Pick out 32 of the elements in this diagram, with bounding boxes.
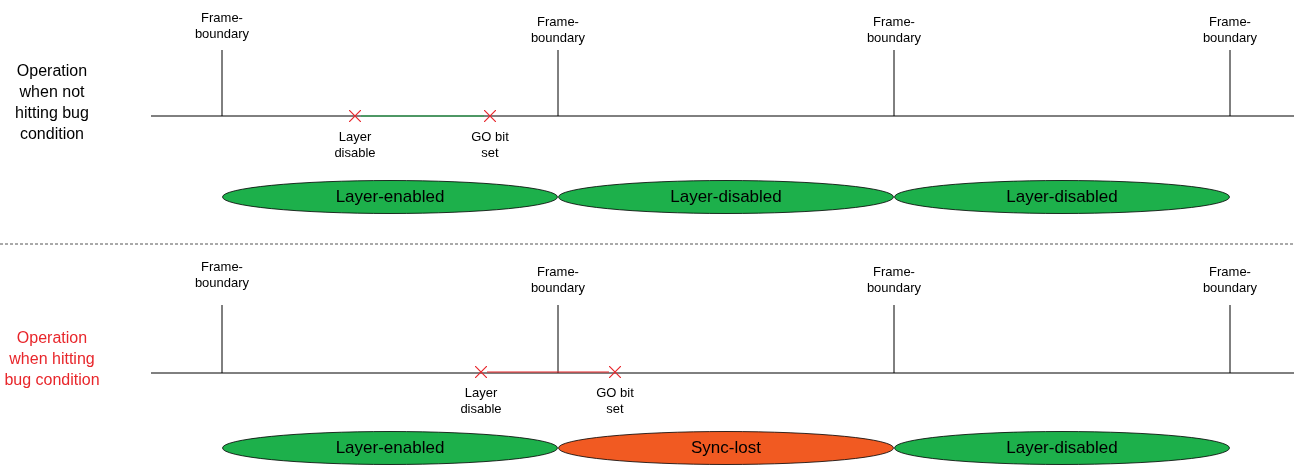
cross-mark bbox=[609, 366, 621, 378]
cross-mark bbox=[475, 366, 487, 378]
frame-boundary-label: Frame-boundary bbox=[529, 14, 587, 46]
timeline-segment bbox=[486, 371, 610, 373]
state-ellipse bbox=[222, 431, 558, 465]
event-label: Layer disable bbox=[459, 385, 503, 417]
state-label: Layer-enabled bbox=[335, 438, 445, 458]
cross-mark bbox=[484, 110, 496, 122]
event-label: GO bit set bbox=[595, 385, 635, 417]
state-ellipse bbox=[558, 180, 894, 214]
event-label: Layer disable bbox=[333, 129, 377, 161]
state-label: Layer-disabled bbox=[1006, 438, 1118, 458]
cross-mark bbox=[349, 110, 361, 122]
frame-boundary-label: Frame-boundary bbox=[193, 259, 251, 291]
state-label: Layer-disabled bbox=[1006, 187, 1118, 207]
state-ellipse bbox=[222, 180, 558, 214]
frame-boundary-label: Frame-boundary bbox=[865, 264, 923, 296]
state-label: Sync-lost bbox=[691, 438, 761, 458]
frame-boundary-label: Frame-boundary bbox=[865, 14, 923, 46]
state-ellipse bbox=[894, 431, 1230, 465]
state-ellipse bbox=[558, 431, 894, 465]
event-label: GO bit set bbox=[470, 129, 510, 161]
frame-boundary-label: Frame-boundary bbox=[529, 264, 587, 296]
frame-boundary-label: Frame-boundary bbox=[1201, 264, 1259, 296]
state-label: Layer-disabled bbox=[670, 187, 782, 207]
frame-boundary-label: Frame-boundary bbox=[1201, 14, 1259, 46]
timeline-segment bbox=[360, 115, 485, 117]
state-ellipse bbox=[894, 180, 1230, 214]
row-title: Operation when hitting bug condition bbox=[3, 328, 101, 390]
state-label: Layer-enabled bbox=[335, 187, 445, 207]
frame-boundary-label: Frame-boundary bbox=[193, 10, 251, 42]
row-title: Operation when not hitting bug condition bbox=[14, 61, 90, 144]
